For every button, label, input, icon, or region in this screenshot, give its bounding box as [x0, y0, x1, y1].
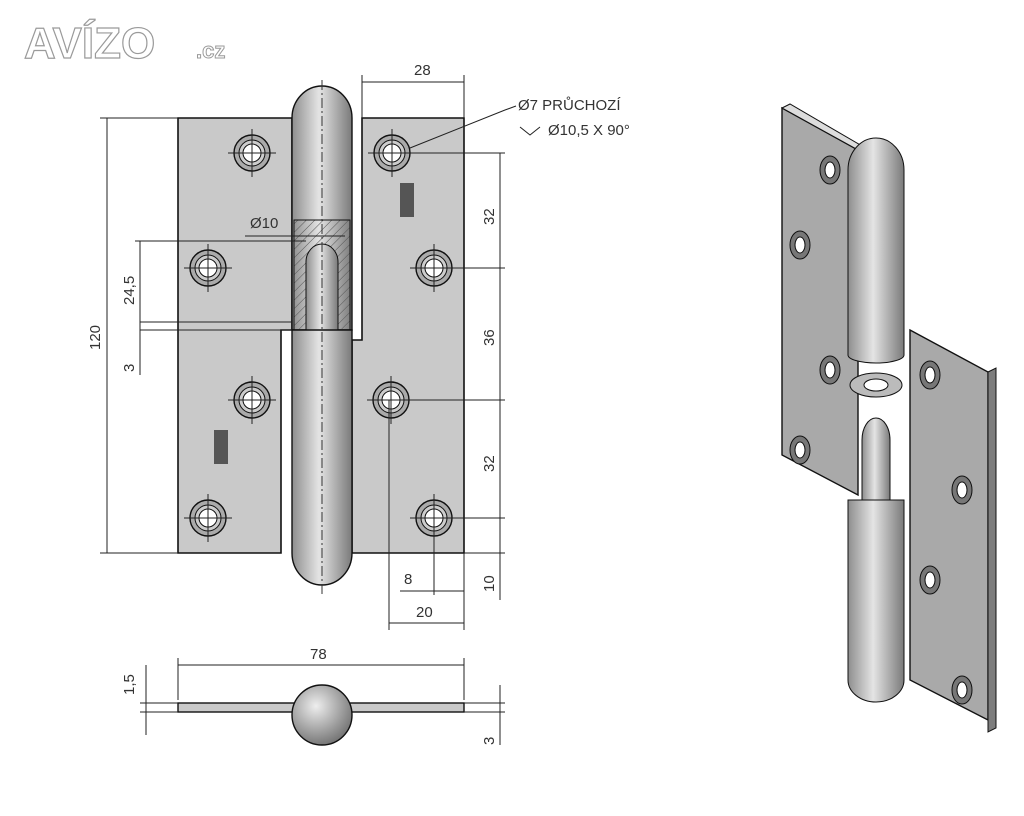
dim-120: 120 — [87, 325, 104, 350]
isometric-view — [780, 103, 997, 733]
bottom-view: 78 1,5 3 — [121, 646, 505, 746]
screw-hole — [228, 129, 276, 177]
logo-suffix: .cz — [196, 38, 225, 63]
screw-hole-3d — [919, 565, 941, 595]
screw-hole-3d — [789, 435, 811, 465]
hole-note-through: Ø7 PRŮCHOZÍ — [518, 96, 621, 114]
screw-hole-3d — [789, 230, 811, 260]
dim-3-gap: 3 — [121, 364, 138, 372]
dim-pin-diameter: Ø10 — [250, 215, 278, 232]
avizo-logo: AVÍZO .cz — [23, 17, 225, 68]
screw-hole — [228, 376, 276, 424]
dim-36: 36 — [481, 329, 498, 346]
screw-holes — [184, 129, 458, 542]
screw-hole — [368, 129, 416, 177]
screw-hole — [184, 494, 232, 542]
screw-hole — [184, 244, 232, 292]
screw-hole-3d — [819, 155, 841, 185]
knuckle — [291, 80, 353, 595]
dimension-lines — [100, 75, 541, 630]
dim-20: 20 — [416, 604, 433, 621]
dim-78: 78 — [310, 646, 327, 663]
screw-hole-3d — [819, 355, 841, 385]
front-view: 28 Ø7 PRŮCHOZÍ Ø10,5 X 90° Ø10 120 24,5 … — [87, 62, 630, 630]
dim-28: 28 — [414, 62, 431, 79]
left-leaf — [177, 117, 293, 554]
dim-10: 10 — [481, 575, 498, 592]
dim-8: 8 — [404, 571, 412, 588]
screw-hole-3d — [951, 475, 973, 505]
dim-32-bottom: 32 — [481, 455, 498, 472]
dim-32-top: 32 — [481, 208, 498, 225]
logo-stamps — [214, 183, 414, 464]
dim-3-offset: 3 — [481, 737, 498, 745]
dim-1-5: 1,5 — [121, 674, 138, 695]
logo-text: AVÍZO — [24, 18, 155, 68]
screw-hole-3d — [919, 360, 941, 390]
dim-24-5: 24,5 — [121, 276, 138, 305]
hole-note-countersink: Ø10,5 X 90° — [548, 122, 630, 139]
screw-hole-3d — [951, 675, 973, 705]
